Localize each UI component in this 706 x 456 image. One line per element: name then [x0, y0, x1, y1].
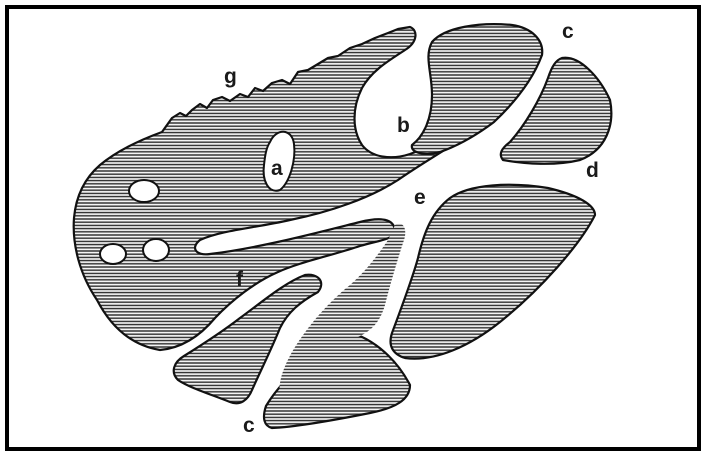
label-a: a	[271, 157, 283, 180]
label-e: e	[414, 186, 426, 209]
label-b: b	[397, 114, 410, 137]
label-g: g	[224, 65, 237, 88]
central-right-region	[391, 185, 595, 359]
label-f: f	[236, 268, 244, 291]
hole-left-lower-1	[100, 244, 126, 264]
hole-left-upper	[129, 180, 159, 202]
label-c-bottom: c	[243, 414, 255, 437]
hole-left-lower-2	[143, 239, 169, 261]
label-d: d	[586, 159, 599, 182]
label-c-top: c	[562, 20, 574, 43]
